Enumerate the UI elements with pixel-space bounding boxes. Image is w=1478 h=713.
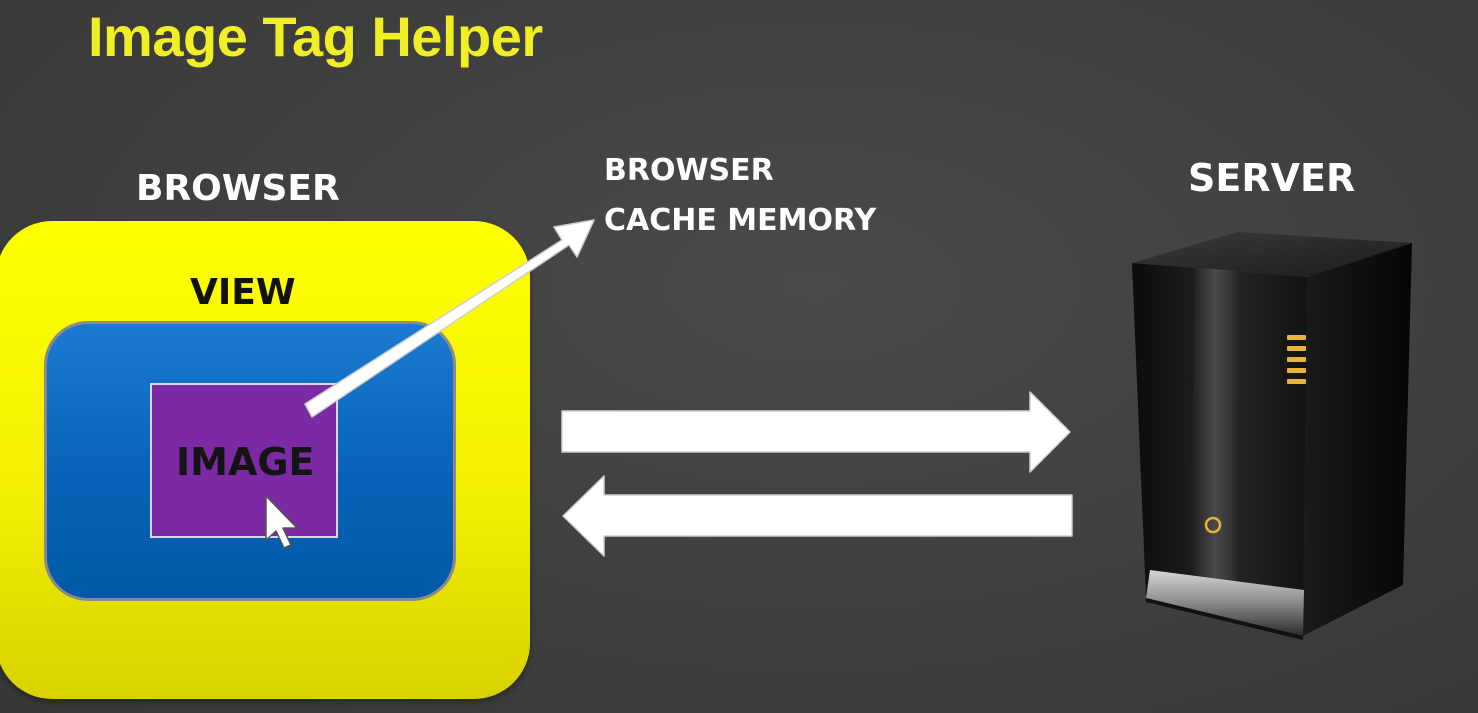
image-label: IMAGE [176,440,315,484]
server-label: SERVER [1188,156,1356,200]
view-label: VIEW [190,272,296,313]
arrow-left [562,475,1073,557]
browser-label: BROWSER [136,168,340,209]
arrow-diagonal [304,219,595,418]
power-button-icon [1204,516,1222,534]
cache-memory-label: BROWSER CACHE MEMORY [604,146,876,246]
image-box [150,383,338,538]
mouse-cursor-icon [265,495,298,549]
server-led-2 [1287,346,1306,351]
view-box [44,321,456,601]
diagram-title: Image Tag Helper [88,5,543,68]
server-led-4 [1287,368,1306,373]
server-icon [1132,232,1412,640]
cache-label-line2: CACHE MEMORY [604,203,877,238]
server-led-5 [1287,379,1306,384]
arrow-right [561,391,1071,473]
server-led-1 [1287,335,1306,340]
cache-label-line1: BROWSER [604,153,774,188]
server-led-3 [1287,357,1306,362]
